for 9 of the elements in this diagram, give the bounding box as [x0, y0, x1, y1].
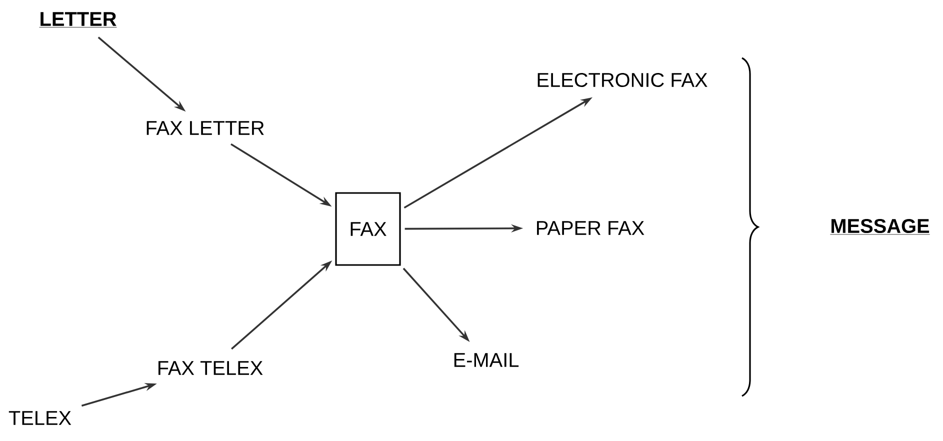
output-label: PAPER FAX: [537, 221, 644, 235]
bracket-label: MESSAGE: [830, 218, 930, 235]
process-label: TELEX: [8, 411, 72, 425]
process-box: FAX: [335, 192, 401, 266]
heading-text: LETTER: [39, 12, 117, 28]
output-label: ELECTRONIC FAX: [538, 72, 708, 88]
output-label: E-MAIL: [454, 353, 519, 367]
process-label: FAX TELEX: [158, 361, 263, 375]
process-label: FAX LETTER: [146, 121, 264, 135]
